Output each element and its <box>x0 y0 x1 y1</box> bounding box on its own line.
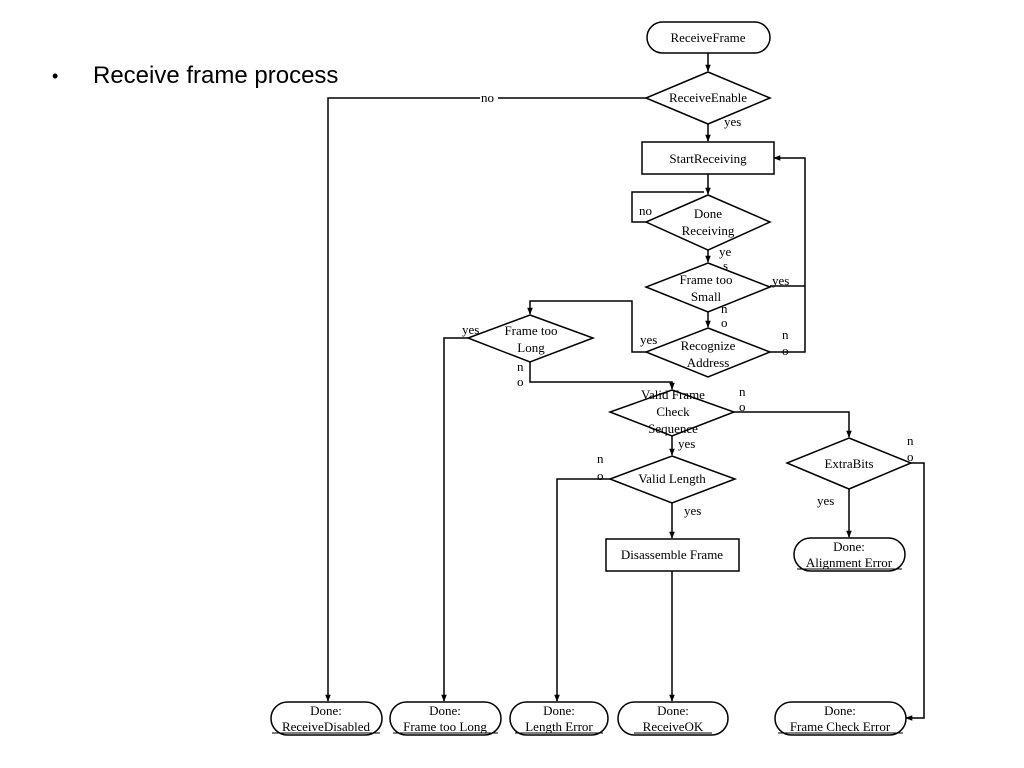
edge-done-no-loop <box>631 191 704 223</box>
edge-label-extrabits-no-2: o <box>907 449 914 464</box>
label-done-length-error-line2: Length Error <box>525 719 593 734</box>
edge-label-length-yes: yes <box>684 503 701 518</box>
label-done-length-error-line1: Done: <box>543 703 575 718</box>
label-done-receiving-line1: Done <box>694 206 722 221</box>
edge-address-yes <box>527 300 646 353</box>
label-extrabits: ExtraBits <box>824 456 873 471</box>
process-disassemble-frame <box>605 538 740 572</box>
label-valid-fcs-line2: Check <box>656 404 690 419</box>
edge-label-done-receiving-yes-2: s <box>723 258 728 273</box>
terminal-receive-frame <box>646 21 771 54</box>
edge-label-extrabits-no-1: n <box>907 433 914 448</box>
label-receive-enable: ReceiveEnable <box>669 90 747 105</box>
edge-length-no <box>554 478 611 702</box>
bullet-dot: • <box>52 66 59 86</box>
edge-label-enable-no: no <box>481 90 494 105</box>
edge-toolong-yes <box>441 337 472 702</box>
label-done-frame-too-long-line2: Frame too Long <box>403 719 487 734</box>
edge-label-fcs-yes: yes <box>678 436 695 451</box>
edge-label-length-no-2: o <box>597 468 604 483</box>
label-done-frame-too-long-line1: Done: <box>429 703 461 718</box>
edge-label-too-small-yes: yes <box>772 273 789 288</box>
decision-recognize-address <box>643 327 773 378</box>
terminal-receive-ok <box>617 701 729 736</box>
label-done-receive-disabled-line1: Done: <box>310 703 342 718</box>
label-frame-too-small-line2: Small <box>691 289 722 304</box>
shapes <box>270 21 913 736</box>
label-valid-fcs-line1: Valid Frame <box>641 387 705 402</box>
node-labels: ReceiveFrame ReceiveEnable StartReceivin… <box>282 30 893 734</box>
label-done-receive-ok-line2: ReceiveOK <box>643 719 704 734</box>
label-frame-too-small-line1: Frame too <box>679 272 732 287</box>
decision-done-receiving <box>644 194 772 251</box>
process-start-receiving <box>641 141 775 175</box>
edge-label-fcs-no-2: o <box>739 399 746 414</box>
label-frame-too-long-line2: Long <box>517 340 545 355</box>
label-done-frame-check-error-line1: Done: <box>824 703 856 718</box>
edge-label-address-no-2: o <box>782 343 789 358</box>
edge-label-done-receiving-yes-1: ye <box>719 244 732 259</box>
terminal-alignment-error <box>793 537 906 572</box>
connectors <box>325 53 925 721</box>
bullet-text: Receive frame process <box>93 62 339 89</box>
decision-frame-too-small <box>643 262 773 313</box>
edge-fcs-no <box>734 411 852 438</box>
terminal-receive-disabled <box>270 701 383 736</box>
decision-valid-fcs <box>607 389 737 437</box>
label-done-alignment-line2: Alignment Error <box>806 555 893 570</box>
terminal-underlines <box>272 568 903 734</box>
edge-label-address-yes: yes <box>640 332 657 347</box>
label-frame-too-long-line1: Frame too <box>504 323 557 338</box>
edge-label-extrabits-yes: yes <box>817 493 834 508</box>
decision-extrabits <box>785 437 913 490</box>
label-valid-length: Valid Length <box>638 471 706 486</box>
edge-label-enable-no-bg <box>480 91 498 104</box>
label-disassemble-frame: Disassemble Frame <box>621 547 723 562</box>
terminal-frame-check-error <box>774 701 907 736</box>
decision-valid-length <box>607 455 738 504</box>
edge-enable-no <box>325 97 646 702</box>
terminal-length-error <box>509 701 609 736</box>
edge-label-too-long-no-2: o <box>517 374 524 389</box>
label-valid-fcs-line3: Sequence <box>648 421 698 436</box>
label-done-receiving-line2: Receiving <box>682 223 735 238</box>
edge-label-too-small-no-2: o <box>721 315 728 330</box>
edge-extrabits-no <box>905 462 925 721</box>
edge-label-address-no-1: n <box>782 327 789 342</box>
label-receive-frame: ReceiveFrame <box>670 30 745 45</box>
edge-toolong-no <box>529 362 675 390</box>
label-recognize-address-line2: Address <box>687 355 730 370</box>
label-done-receive-disabled-line2: ReceiveDisabled <box>282 719 371 734</box>
edge-label-fcs-no-1: n <box>739 384 746 399</box>
edge-label-done-receiving-no: no <box>639 203 652 218</box>
label-done-frame-check-error-line2: Frame Check Error <box>790 719 891 734</box>
decision-receive-enable <box>644 71 772 125</box>
label-recognize-address-line1: Recognize <box>681 338 736 353</box>
label-done-receive-ok-line1: Done: <box>657 703 689 718</box>
edge-label-length-no-1: n <box>597 451 604 466</box>
edge-label-too-long-yes: yes <box>462 322 479 337</box>
edge-label-too-long-no-1: n <box>517 359 524 374</box>
edge-labels: no yes no ye s yes n o yes n o yes n o n… <box>462 90 914 518</box>
terminal-frame-too-long <box>389 701 502 736</box>
decision-frame-too-long <box>465 314 596 363</box>
edge-label-enable-yes: yes <box>724 114 741 129</box>
label-done-alignment-line1: Done: <box>833 539 865 554</box>
label-start-receiving: StartReceiving <box>669 151 747 166</box>
edge-address-no <box>770 155 806 353</box>
edge-label-too-small-no-1: n <box>721 301 728 316</box>
